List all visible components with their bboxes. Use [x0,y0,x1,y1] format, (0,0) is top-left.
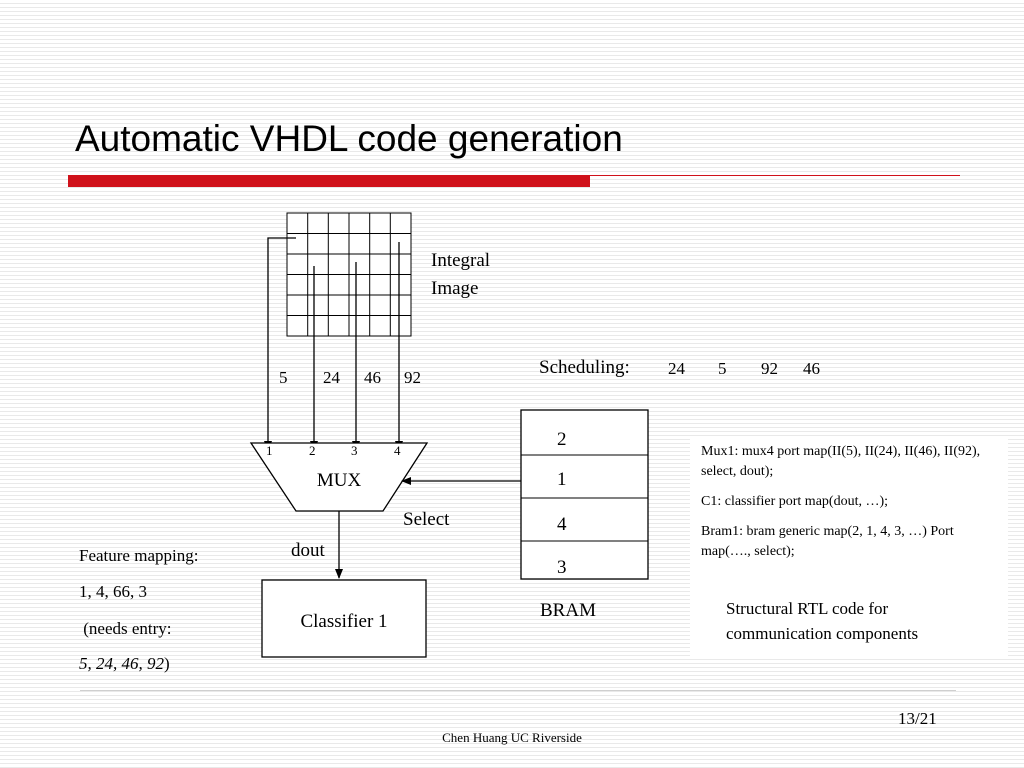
mux-block [249,442,429,512]
scheduling-value: 92 [761,359,778,378]
mux-port-label: 2 [309,443,316,458]
slide-title: Automatic VHDL code generation [75,118,623,159]
title-underline-thick [68,175,590,187]
dout-label: dout [291,540,326,561]
feature-index-label: 92 [404,368,421,387]
feature-index-label: 5 [279,368,288,387]
bram-cell-value: 3 [557,557,567,578]
feature-mapping-entry: 5, 24, 46, 92) [79,654,170,674]
feature-index-label: 46 [364,368,381,387]
bram-label: BRAM [540,600,596,621]
bram-cell-value: 4 [557,514,567,535]
feature-mapping-entry-close: ) [164,654,170,673]
rtl-code-panel: Mux1: mux4 port map(II(5), II(24), II(46… [690,436,1008,656]
classifier-label: Classifier 1 [300,611,387,632]
feature-arrow-5 [264,237,296,451]
slide-number: 13/21 [898,709,937,728]
scheduling-label: Scheduling: [539,357,630,378]
mux-port-labels: 1 2 3 4 [266,443,401,458]
footer-author: Chen Huang UC Riverside [442,730,582,745]
bram-block [520,409,649,580]
feature-mapping-values: 1, 4, 66, 3 [79,582,147,601]
feature-mapping-title: Feature mapping: [79,546,199,565]
mux-port-label: 3 [351,443,358,458]
feature-index-label: 24 [323,368,341,387]
integral-image-grid [286,212,412,337]
select-label: Select [403,509,450,530]
mux-port-label: 4 [394,443,401,458]
scheduling-value: 46 [803,359,820,378]
scheduling-values: 24 5 92 46 [668,359,820,378]
code-caption: Structural RTL code for communication co… [726,599,919,643]
classifier-block [261,579,427,658]
bram-cells: 2 1 4 3 [557,429,567,578]
feature-mapping-needs-entry: (needs entry: [79,619,172,638]
bram-cell-value: 1 [557,469,567,490]
code-line-bram: Bram1: bram generic map(2, 1, 4, 3, …) P… [701,524,954,559]
bram-cell-value: 2 [557,429,567,450]
scheduling-value: 5 [718,359,727,378]
integral-image-label-line1: Integral [431,250,490,271]
mux-label: MUX [317,470,362,491]
title-underline-thin [590,175,960,176]
code-line-classifier: C1: classifier port map(dout, …); [701,494,889,509]
feature-arrows [264,237,403,451]
footer-rule [80,690,956,691]
code-line-mux: Mux1: mux4 port map(II(5), II(24), II(46… [701,444,981,479]
mux-port-label: 1 [266,443,273,458]
integral-image-label-line2: Image [431,278,478,299]
feature-index-labels: 5 24 46 92 [279,368,421,387]
feature-mapping-entry-values: 5, 24, 46, 92 [79,654,164,673]
scheduling-value: 24 [668,359,686,378]
